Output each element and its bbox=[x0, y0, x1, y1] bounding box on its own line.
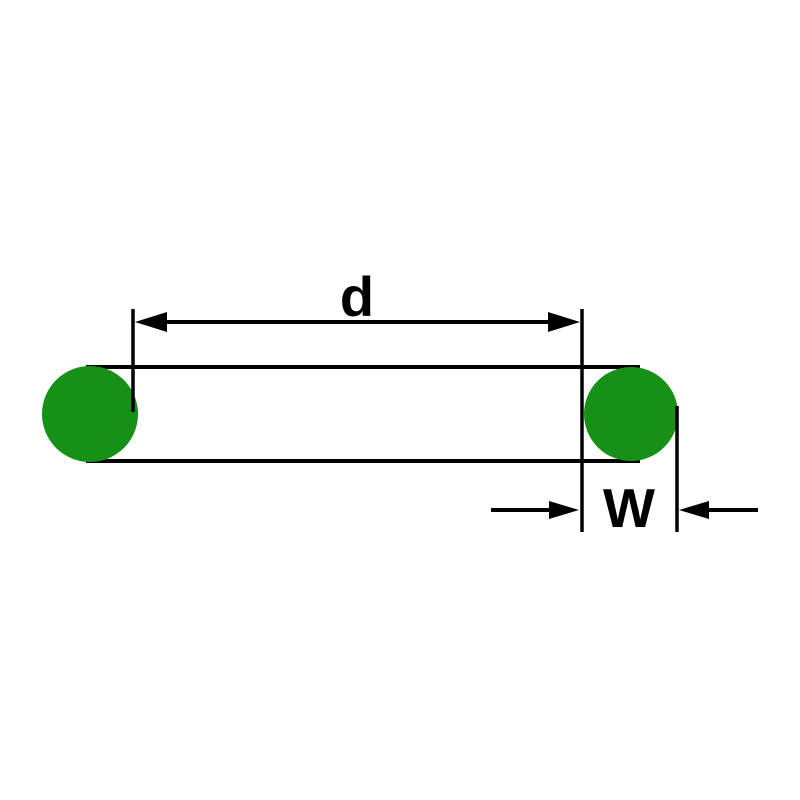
width-arrowhead-right bbox=[679, 501, 709, 519]
diameter-label: d bbox=[340, 265, 374, 328]
diameter-arrowhead-left bbox=[135, 312, 167, 332]
oring-cross-section-right bbox=[584, 367, 678, 461]
diameter-arrowhead-right bbox=[548, 312, 580, 332]
oring-cross-section-left bbox=[42, 366, 138, 462]
width-label: W bbox=[603, 477, 655, 539]
width-arrowhead-left bbox=[549, 501, 579, 519]
